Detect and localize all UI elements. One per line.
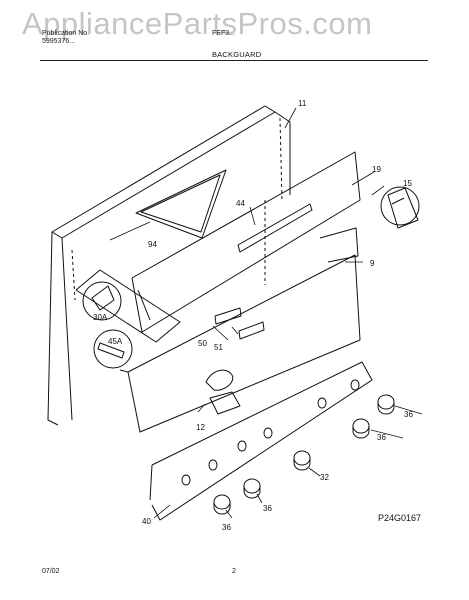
callout-12: 12 (196, 423, 205, 432)
front-trim-40 (151, 361, 373, 521)
part-30A-frame (75, 269, 181, 343)
cover-panel-19 (131, 151, 361, 333)
callout-45A: 45A (108, 337, 123, 346)
footer-page-number: 2 (232, 568, 236, 575)
header-divider (40, 60, 428, 61)
callout-36-lower-right: 36 (263, 504, 272, 513)
callout-51: 51 (214, 343, 223, 352)
publication-number: 5995376... (42, 38, 76, 45)
watermark: AppliancePartsPros.com (22, 6, 373, 41)
callout-32: 32 (320, 473, 329, 482)
callout-15: 15 (403, 179, 412, 188)
section-title: BACKGUARD (212, 50, 262, 59)
backguard-frame (47, 105, 291, 426)
callout-36-lower-left: 36 (222, 523, 231, 532)
part-51 (238, 321, 265, 340)
callout-11: 11 (298, 99, 307, 108)
callout-44: 44 (236, 199, 245, 208)
callout-30A: 30A (93, 313, 108, 322)
control-panel-9 (127, 254, 361, 433)
knob-36-lower-left (213, 494, 231, 515)
knob-32 (293, 450, 311, 471)
part-50 (214, 307, 242, 325)
figure-code: P24G0167 (378, 513, 422, 523)
publication-label: Publication No. (42, 30, 90, 37)
callout-36-mid: 36 (377, 433, 386, 442)
bracket-94 (135, 169, 227, 239)
callout-19: 19 (372, 165, 381, 174)
callout-9: 9 (370, 259, 375, 268)
callout-50: 50 (198, 339, 207, 348)
knob-36-upper (377, 394, 395, 415)
footer-date: 07/02 (42, 568, 60, 575)
strip-44 (237, 203, 313, 253)
callout-40: 40 (142, 517, 151, 526)
switch-12 (205, 369, 234, 391)
clip-15 (387, 187, 419, 229)
callout-36-upper: 36 (404, 410, 413, 419)
model-number: FEF3... (212, 30, 235, 37)
callout-94: 94 (148, 240, 157, 249)
knob-36-mid (352, 418, 370, 439)
knob-36-lower-right (243, 478, 261, 499)
